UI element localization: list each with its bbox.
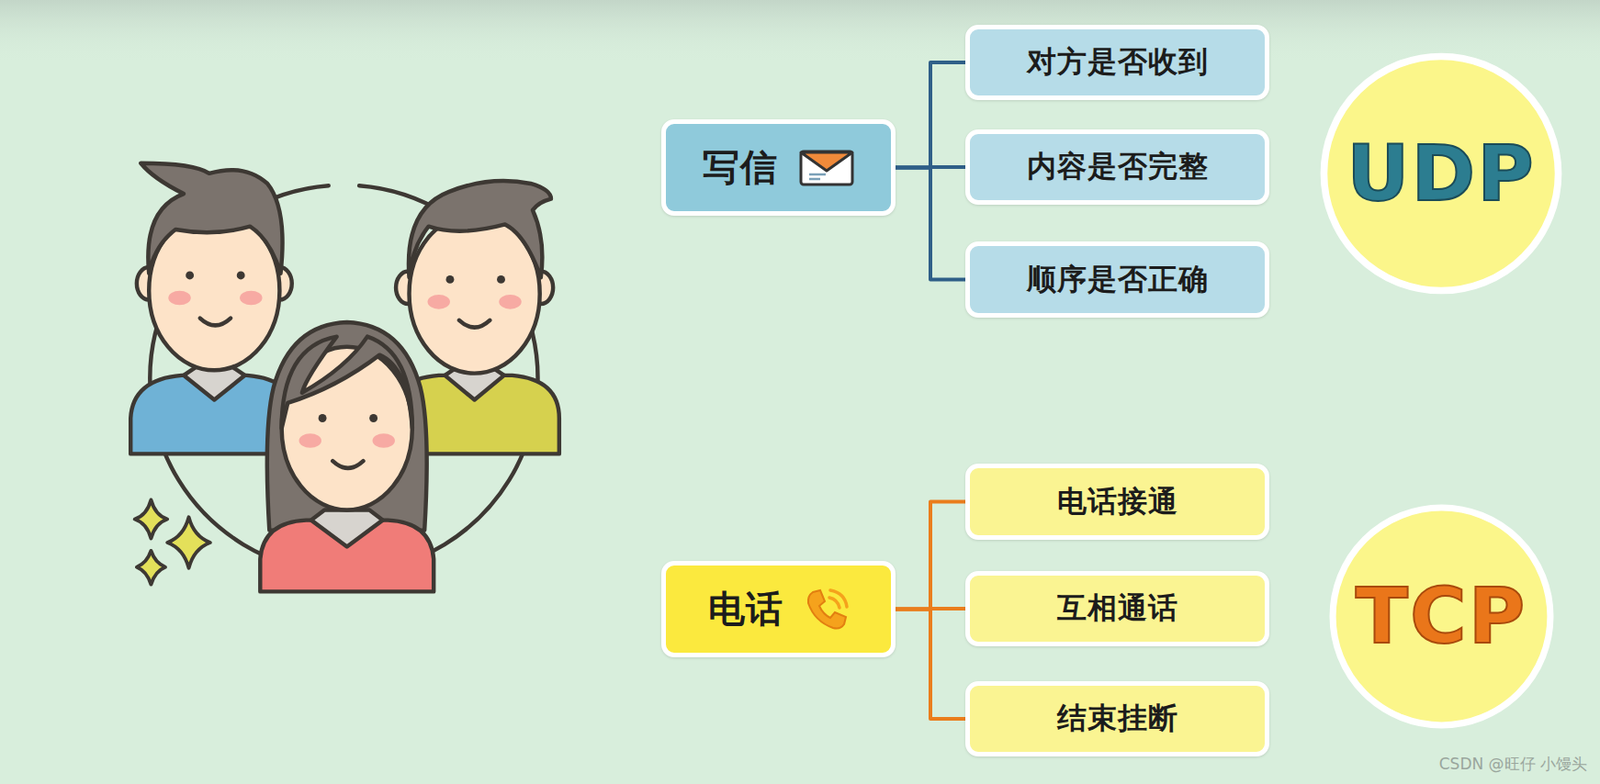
item-box: 电话接通 bbox=[965, 463, 1270, 541]
box-text: 内容是否完整 bbox=[1026, 146, 1209, 188]
item-box: 互相通话 bbox=[965, 571, 1270, 647]
item-box: 对方是否收到 bbox=[965, 24, 1270, 101]
topic-box: 电话 bbox=[661, 561, 896, 658]
box-text: 对方是否收到 bbox=[1026, 42, 1209, 83]
envelope-icon bbox=[798, 146, 856, 190]
item-box: 顺序是否正确 bbox=[965, 241, 1270, 318]
bracket-connector bbox=[895, 609, 966, 721]
protocol-name: TCP bbox=[1355, 571, 1528, 662]
phone-icon bbox=[803, 586, 850, 633]
topic-box: 写信 bbox=[661, 119, 896, 216]
box-text: 电话接通 bbox=[1057, 482, 1179, 523]
item-box: 结束挂断 bbox=[965, 681, 1270, 757]
box-text: 写信 bbox=[702, 142, 778, 193]
bracket-connector bbox=[895, 502, 966, 610]
watermark: CSDN @旺仔 小馒头 bbox=[1439, 754, 1588, 776]
protocol-name: UDP bbox=[1346, 128, 1536, 219]
protocol-circle: UDP bbox=[1318, 51, 1564, 296]
box-text: 顺序是否正确 bbox=[1026, 259, 1209, 301]
box-text: 互相通话 bbox=[1057, 588, 1179, 630]
bracket-connector bbox=[895, 62, 966, 169]
bracket-connector bbox=[895, 168, 966, 281]
item-box: 内容是否完整 bbox=[965, 129, 1270, 205]
box-text: 电话 bbox=[708, 584, 784, 635]
top-shade bbox=[0, 0, 1600, 65]
people-figure bbox=[130, 163, 560, 593]
box-text: 结束挂断 bbox=[1057, 698, 1179, 740]
protocol-circle: TCP bbox=[1328, 503, 1555, 731]
